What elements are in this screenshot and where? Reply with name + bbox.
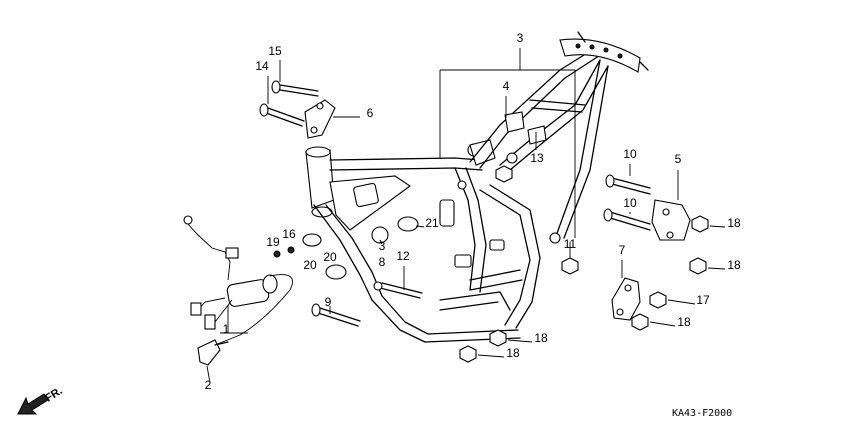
callout-c14: 14 <box>255 59 269 73</box>
callout-c8: 8 <box>379 255 386 269</box>
callout-c18a: 18 <box>727 216 741 230</box>
callout-c15: 15 <box>268 44 282 58</box>
callout-c13: 13 <box>530 151 544 165</box>
leader-lines <box>206 48 726 384</box>
callout-c17: 17 <box>696 293 710 307</box>
callout-c9: 9 <box>325 295 332 309</box>
callout-c20a: 20 <box>303 258 317 272</box>
bolt-9 <box>311 303 361 327</box>
callout-c18e: 18 <box>506 346 520 360</box>
callout-c10a: 10 <box>623 147 637 161</box>
callout-c3a: 3 <box>517 31 524 45</box>
callout-c20b: 20 <box>323 250 337 264</box>
callout-c4: 4 <box>503 79 510 93</box>
engine-mount-plate-lower <box>611 277 641 321</box>
callout-c7: 7 <box>619 243 626 257</box>
nuts <box>459 165 709 363</box>
callout-c6: 6 <box>367 106 374 120</box>
bolt-8-12 <box>373 281 423 299</box>
callout-c3b: 3 <box>379 239 386 253</box>
bolts-14-15 <box>259 80 319 127</box>
callout-c19: 19 <box>266 235 280 249</box>
callout-labels: 1233456789101011121314151617181818181819… <box>205 31 741 392</box>
callout-c5: 5 <box>675 152 682 166</box>
callout-c18b: 18 <box>727 258 741 272</box>
callout-c10b: 10 <box>623 196 637 210</box>
arrow-icon <box>17 393 49 415</box>
callout-c16: 16 <box>282 227 296 241</box>
collars <box>273 216 419 280</box>
callout-c18d: 18 <box>534 331 548 345</box>
callout-c2: 2 <box>205 378 212 392</box>
callout-c21: 21 <box>425 216 439 230</box>
callout-c1: 1 <box>223 322 230 336</box>
engine-mount-plate-upper <box>304 99 336 139</box>
rear-subframe <box>469 31 649 244</box>
plug-cap <box>197 339 229 366</box>
callout-c11: 11 <box>564 237 577 251</box>
front-direction-arrow: FR. <box>17 385 65 415</box>
callout-c18c: 18 <box>677 315 691 329</box>
ignition-coil <box>183 215 293 346</box>
diagram-code: KA43-F2000 <box>672 408 732 419</box>
callout-c12: 12 <box>396 249 410 263</box>
engine-mount-plate-rear <box>603 174 691 241</box>
direction-label: FR. <box>43 385 64 405</box>
